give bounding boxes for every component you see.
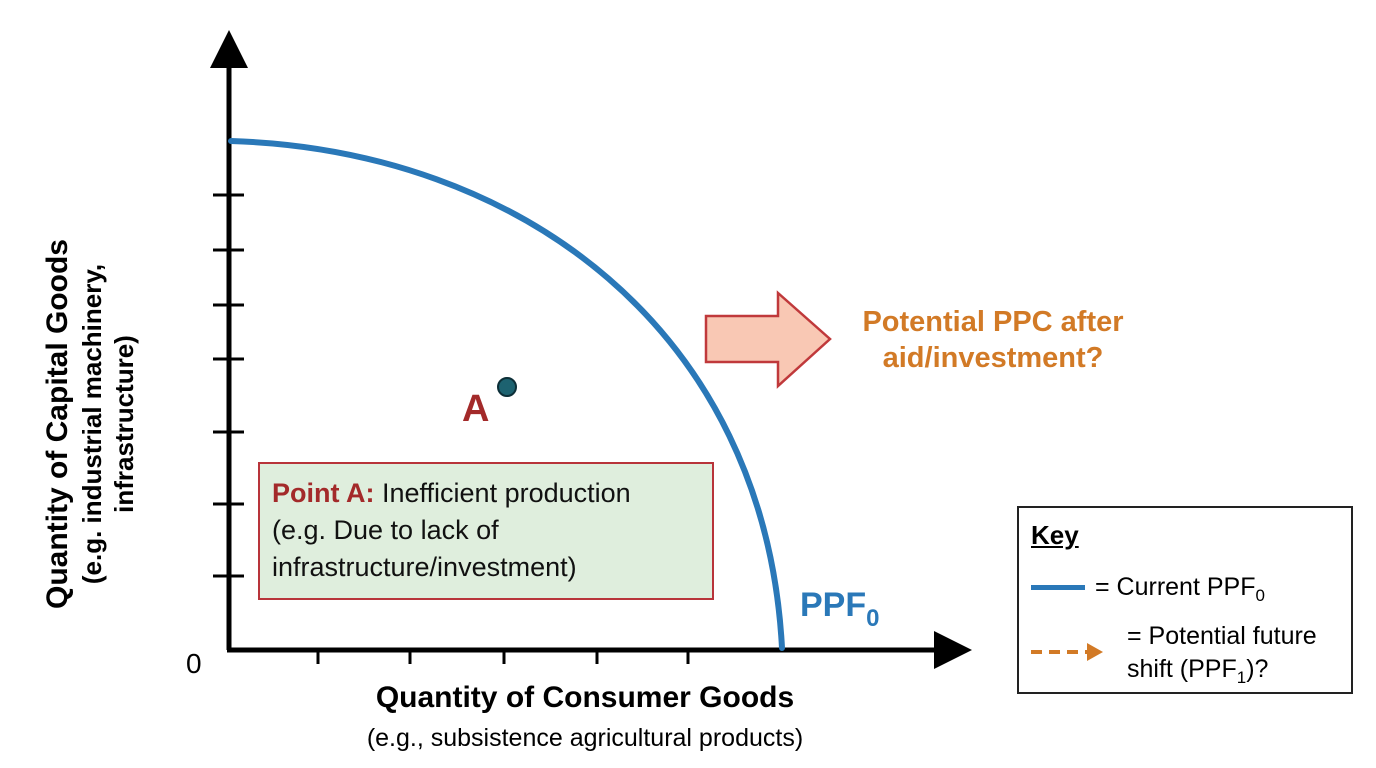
origin-label: 0 (186, 648, 202, 679)
point-a-box-line1: Inefficient production (374, 478, 631, 508)
point-a-annotation-box: Point A: Inefficient production (e.g. Du… (258, 462, 714, 600)
solid-line-swatch-icon (1031, 584, 1085, 590)
key-row-current: = Current PPF0 (1031, 570, 1265, 605)
callout-line2: aid/investment? (882, 342, 1104, 374)
key-row-potential-subscript: 1 (1236, 668, 1247, 687)
key-row-potential-text: = Potential future shift (PPF1)? (1127, 620, 1363, 688)
y-axis-title: Quantity of Capital Goods (e.g. industri… (40, 164, 140, 684)
ppf0-label: PPF0 (800, 586, 879, 632)
y-axis-title-line1: Quantity of Capital Goods (41, 239, 74, 610)
key-title: Key (1031, 520, 1079, 550)
x-axis-ticks (316, 650, 690, 664)
potential-ppc-callout: Potential PPC after aid/investment? (838, 304, 1148, 376)
key-row-potential-line1: = Potential future (1127, 622, 1317, 650)
callout-line1: Potential PPC after (862, 306, 1124, 338)
key-row-current-subscript: 0 (1255, 585, 1265, 605)
ppf0-curve (228, 138, 785, 651)
y-axis-ticks (213, 193, 244, 578)
point-a-box-line3: infrastructure/investment) (272, 552, 577, 582)
dashed-arrow-swatch-icon (1031, 643, 1103, 661)
x-axis-subtitle: (e.g., subsistence agricultural products… (366, 724, 804, 752)
point-a-box-line2: (e.g. Due to lack of (272, 515, 499, 545)
point-a-label: A (462, 388, 490, 430)
key-row-potential-line2-post: )? (1246, 655, 1269, 683)
x-axis-arrowhead (934, 631, 972, 669)
point-a-marker (497, 377, 517, 397)
y-axis-title-line2: (e.g. industrial machinery, (77, 263, 107, 585)
key-row-potential-line2-pre: shift (PPF (1127, 655, 1237, 683)
ppf0-label-subscript: 0 (866, 605, 880, 632)
x-axis-title: Quantity of Consumer Goods (375, 681, 795, 714)
shift-arrow (704, 290, 832, 389)
y-axis-arrowhead (210, 30, 248, 68)
legend-key: Key = Current PPF0 = Potential future sh… (1017, 506, 1353, 694)
key-row-current-text: = Current PPF0 (1095, 572, 1265, 605)
x-axis-title-block: Quantity of Consumer Goods (e.g., subsis… (250, 680, 920, 754)
y-axis-title-line3: infrastructure) (109, 335, 139, 513)
ppf0-label-text: PPF (800, 586, 867, 624)
key-row-current-label: = Current PPF (1095, 572, 1256, 601)
point-a-box-title: Point A: (272, 478, 375, 508)
